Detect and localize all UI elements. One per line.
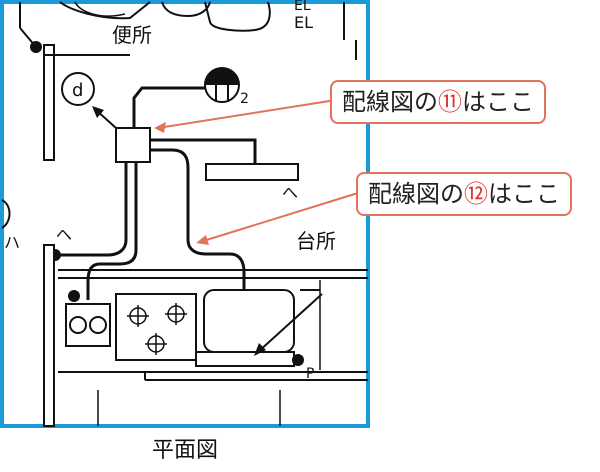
callout-wiring-12: 配線図の⑫はここ xyxy=(356,172,572,216)
figure-caption: 平面図 xyxy=(151,438,218,463)
room-label-kitchen: 台所 xyxy=(296,229,336,253)
ha-symbol-left: ハ xyxy=(4,233,20,252)
outlet-dot xyxy=(292,354,304,366)
fixture-symbol-fragment xyxy=(161,1,211,18)
plan-frame xyxy=(0,0,370,428)
sink xyxy=(203,289,295,353)
room-label-toilet: 便所 xyxy=(112,23,152,47)
range-hood xyxy=(195,351,295,367)
light-fixture xyxy=(205,163,299,181)
pair-count-label: 2 xyxy=(240,91,249,107)
callout-12-prefix: 配線図の xyxy=(368,180,464,208)
detector-symbol xyxy=(61,72,95,106)
detector-label: d xyxy=(72,80,83,101)
wiring xyxy=(56,86,257,352)
callout-12-number: ⑫ xyxy=(464,180,488,208)
toilet-wall xyxy=(43,44,55,161)
el-label: EL xyxy=(294,13,313,32)
callout-11-number: ⑪ xyxy=(438,88,462,116)
callout-12-suffix: はここ xyxy=(488,180,560,208)
gas-meter xyxy=(65,303,111,347)
callout-11-suffix: はここ xyxy=(462,88,534,116)
ha-symbol-switch: へ xyxy=(56,225,72,244)
callout-wiring-11: 配線図の⑪はここ xyxy=(330,80,546,124)
outlet-label: P xyxy=(306,366,314,382)
junction-box xyxy=(115,127,151,163)
el-label-top: EL xyxy=(294,0,311,14)
callout-11-prefix: 配線図の xyxy=(342,88,438,116)
ha-symbol-light: へ xyxy=(282,183,298,202)
toilet-fixture-fragment xyxy=(59,1,151,20)
